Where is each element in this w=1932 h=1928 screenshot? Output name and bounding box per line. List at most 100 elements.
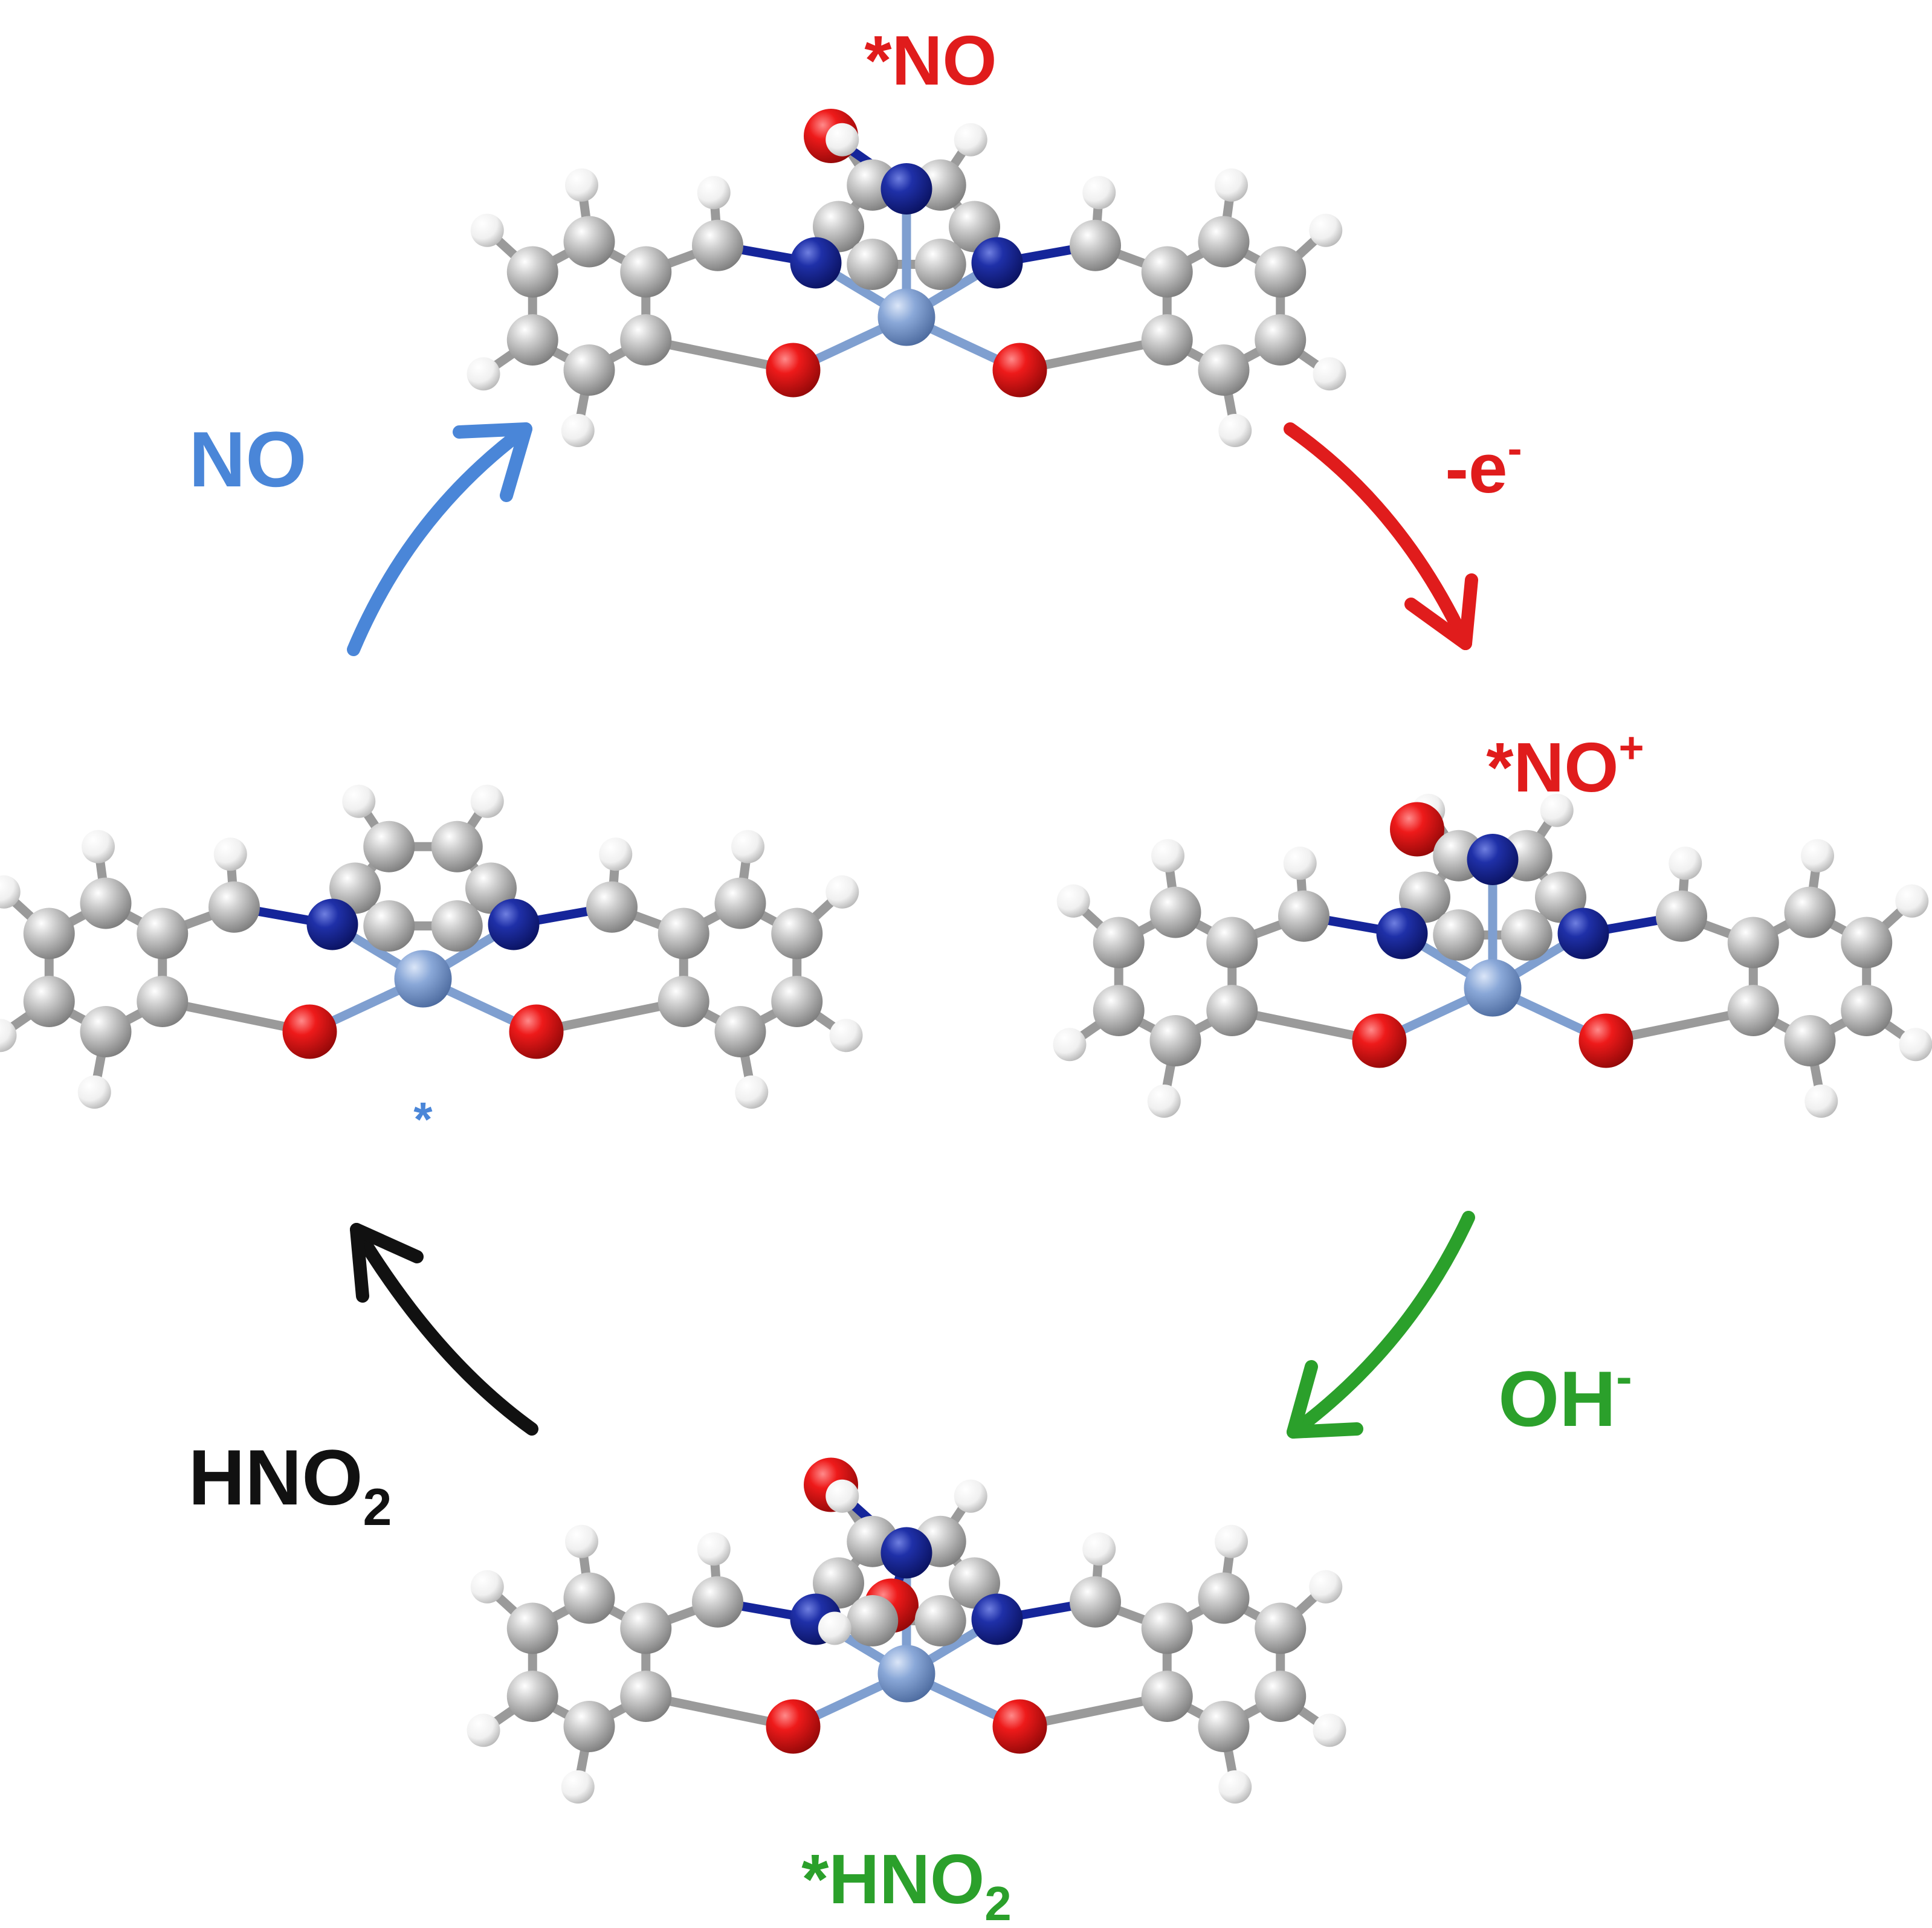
hydrogen-atom (1309, 213, 1343, 247)
hydrogen-atom (1895, 884, 1929, 918)
hno2-release-arrow-icon (350, 1223, 538, 1436)
hydrogen-atom (1540, 793, 1574, 827)
no-cation-adsorbed-text: *NO (1486, 728, 1618, 807)
carbon-atom (1141, 246, 1193, 298)
carbon-atom (620, 314, 672, 366)
hydrogen-atom (467, 1714, 500, 1747)
carbon-atom (914, 239, 966, 290)
hno2-adsorbed-subscript: 2 (984, 1877, 1012, 1928)
hydrogen-atom (1804, 1085, 1838, 1118)
oxygen-atom (992, 1699, 1047, 1754)
oxygen-atom (766, 343, 821, 398)
carbon-atom (506, 314, 558, 366)
no-cation-adsorbed-label: *NO+ (1486, 724, 1644, 807)
hydrogen-atom (565, 1524, 598, 1558)
hydroxide-label: OH- (1498, 1350, 1632, 1443)
carbon-atom (1784, 1015, 1836, 1066)
carbon-atom (771, 976, 823, 1027)
carbon-atom (1255, 1602, 1307, 1654)
carbon-atom (431, 821, 483, 872)
hydrogen-atom (1215, 168, 1248, 202)
carbon-atom (1093, 985, 1145, 1036)
hydrogen-atom (1053, 1028, 1087, 1062)
hydrogen-atom (829, 1019, 863, 1053)
hydrogen-atom (561, 414, 595, 447)
carbon-atom (1206, 917, 1258, 969)
carbon-atom (431, 900, 483, 952)
carbon-atom (1198, 344, 1250, 396)
carbon-atom (620, 246, 672, 298)
carbon-atom (771, 908, 823, 959)
hydrogen-atom (470, 1570, 504, 1604)
carbon-atom (714, 877, 766, 929)
carbon-atom (23, 908, 75, 959)
hydrogen-atom (697, 1532, 731, 1566)
carbon-atom (563, 1572, 615, 1624)
hydrogen-atom (697, 176, 731, 210)
hydrogen-atom (1056, 884, 1090, 918)
carbon-atom (80, 1006, 132, 1057)
hydrogen-atom (735, 1075, 769, 1109)
electron-loss-charge: - (1508, 425, 1522, 473)
carbon-atom (1255, 1671, 1307, 1722)
hydrogen-atom (0, 875, 21, 909)
nitrogen-atom (1376, 908, 1428, 959)
carbon-atom (1149, 886, 1201, 938)
hno2-release-label: HNO2 (189, 1433, 392, 1536)
nitrogen-atom (971, 237, 1023, 289)
carbon-atom (208, 881, 260, 933)
carbon-atom (1141, 1602, 1193, 1654)
hydrogen-atom (82, 830, 115, 863)
hno2-release-subscript: 2 (363, 1478, 392, 1536)
carbon-atom (620, 1602, 672, 1654)
hydroxide-charge: - (1616, 1350, 1632, 1404)
hydrogen-atom (1215, 1524, 1248, 1558)
carbon-atom (1070, 1576, 1121, 1628)
carbon-atom (506, 1671, 558, 1722)
electron-loss-text: -e (1445, 429, 1507, 508)
hydrogen-atom (954, 123, 987, 156)
carbon-atom (563, 216, 615, 268)
no-adsorption-arrow-icon (347, 422, 532, 656)
carbon-atom (1149, 1015, 1201, 1066)
hydrogen-atom (1801, 839, 1834, 872)
carbon-atom (1727, 985, 1779, 1036)
hydrogen-atom (77, 1075, 111, 1109)
carbon-atom (23, 976, 75, 1027)
carbon-atom (363, 900, 415, 952)
oxygen-atom (1390, 802, 1444, 857)
carbon-atom (1841, 917, 1893, 969)
hydrogen-atom (470, 784, 504, 818)
carbon-atom (620, 1671, 672, 1722)
hydrogen-atom (0, 1019, 17, 1053)
carbon-atom (1255, 246, 1307, 298)
no-gas-label: NO (189, 415, 307, 503)
hydrogen-atom (1147, 1085, 1181, 1118)
metal-atom (1464, 959, 1522, 1017)
carbon-atom (657, 976, 709, 1027)
carbon-atom (506, 1602, 558, 1654)
carbon-atom (847, 239, 899, 290)
hydrogen-atom (565, 168, 598, 202)
nitrogen-atom (1557, 908, 1609, 959)
hydrogen-atom (561, 1770, 595, 1804)
carbon-atom (563, 1701, 615, 1752)
carbon-atom (1206, 985, 1258, 1036)
hydrogen-atom (825, 123, 859, 156)
nitrogen-atom (971, 1593, 1023, 1645)
carbon-atom (80, 877, 132, 929)
metal-atom (877, 288, 935, 346)
hydrogen-atom (818, 1611, 851, 1645)
oxygen-atom (766, 1699, 821, 1754)
no-cation-adsorbed-molecule (1053, 793, 1932, 1118)
nitrogen-atom (306, 898, 358, 950)
electron-loss-label: -e- (1445, 425, 1522, 508)
bare-site-molecule (0, 784, 863, 1109)
hydroxide-addition-arrow-icon (1287, 1211, 1475, 1439)
hydrogen-atom (470, 213, 504, 247)
carbon-atom (714, 1006, 766, 1057)
metal-atom (394, 950, 452, 1008)
metal-atom (877, 1645, 935, 1703)
hno2-release-text: HNO (189, 1433, 363, 1521)
